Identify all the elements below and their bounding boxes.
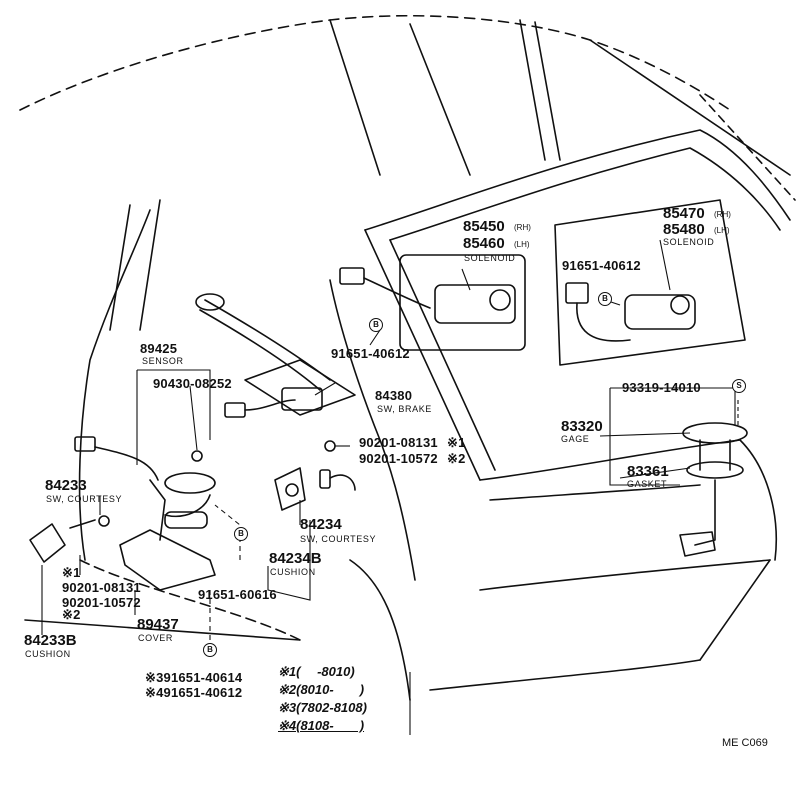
label-lh-2: (LH)	[714, 226, 730, 235]
part-83361: 83361	[627, 463, 669, 480]
part-91651-40612-top: 91651-40612	[331, 346, 410, 361]
label-gasket: GASKET	[627, 479, 668, 489]
legend-3: ※3(7802-8108)	[278, 700, 367, 715]
part-85470: 85470	[663, 205, 705, 222]
mark-1-left: ※1	[62, 565, 81, 580]
part-85480: 85480	[663, 221, 705, 238]
part-89437: 89437	[137, 616, 179, 633]
label-lh-1: (LH)	[514, 240, 530, 249]
label-solenoid-2: SOLENOID	[663, 237, 715, 247]
label-cushion-right: CUSHION	[270, 567, 316, 577]
part-85450: 85450	[463, 218, 505, 235]
part-91651-40612-right: 91651-40612	[562, 258, 641, 273]
part-84234: 84234	[300, 516, 342, 533]
label-sw-brake: SW, BRAKE	[377, 404, 432, 414]
label-rh-1: (RH)	[514, 223, 531, 232]
part-84234b: 84234B	[269, 550, 322, 567]
label-solenoid-1: SOLENOID	[464, 253, 516, 263]
legend-4: ※4(8108- )	[278, 718, 365, 733]
label-sw-courtesy-left: SW, COURTESY	[46, 494, 123, 504]
part-90201-08131-left: 90201-08131	[62, 580, 141, 595]
part-91651-60616: 91651-60616	[198, 587, 277, 602]
mark-2-right: ※2	[447, 451, 466, 466]
part-84233: 84233	[45, 477, 87, 494]
label-sw-courtesy-right: SW, COURTESY	[300, 534, 377, 544]
part-84233b: 84233B	[24, 632, 77, 649]
part-93319-14010: 93319-14010	[622, 380, 701, 395]
mark-1-right: ※1	[447, 435, 466, 450]
part-90430-08252: 90430-08252	[153, 376, 232, 391]
diagram-code: ME C069	[722, 737, 768, 749]
label-sensor: SENSOR	[142, 356, 184, 366]
b-mark-center: B	[234, 527, 248, 541]
legend-2: ※2(8010- )	[278, 682, 365, 697]
legend-1: ※1( -8010)	[278, 664, 355, 679]
part-90201-10572-left: 90201-10572	[62, 595, 141, 610]
label-cover: COVER	[138, 633, 174, 643]
label-gage: GAGE	[561, 434, 590, 444]
mark-2-left: ※2	[62, 607, 81, 622]
part-90201-08131-right: 90201-08131	[359, 435, 438, 450]
part-89425: 89425	[140, 341, 178, 356]
part-83320: 83320	[561, 418, 603, 435]
part-85460: 85460	[463, 235, 505, 252]
note-3-part: ※391651-40614	[145, 670, 243, 685]
label-rh-2: (RH)	[714, 210, 731, 219]
b-mark-bottom: B	[203, 643, 217, 657]
b-mark-right: B	[598, 292, 612, 306]
s-mark: S	[732, 379, 746, 393]
part-90201-10572-right: 90201-10572	[359, 451, 438, 466]
part-84380: 84380	[375, 388, 413, 403]
note-4-part: ※491651-40612	[145, 685, 243, 700]
label-cushion-left: CUSHION	[25, 649, 71, 659]
b-mark-top: B	[369, 318, 383, 332]
